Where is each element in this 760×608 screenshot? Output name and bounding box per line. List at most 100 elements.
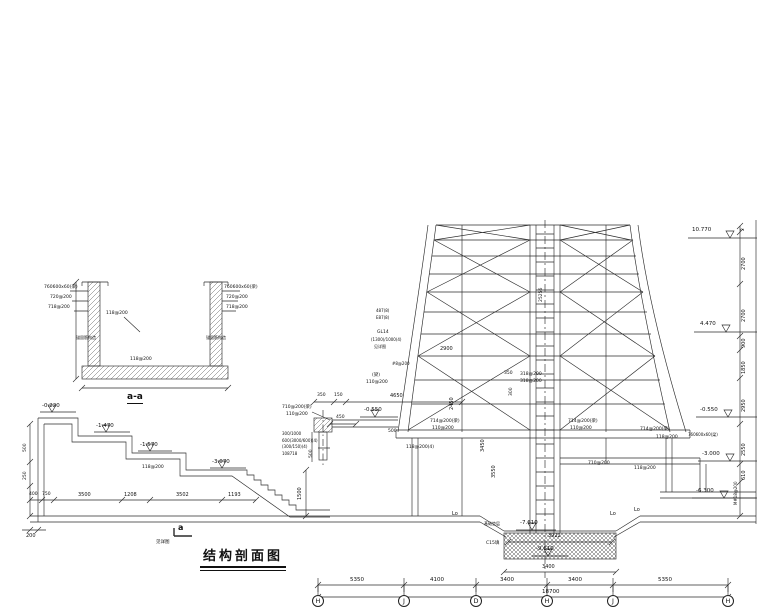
dimension-label: 900	[741, 338, 747, 348]
dimension-label: 3500	[78, 492, 91, 498]
dimension-label: 610	[741, 470, 747, 480]
rebar-annotation: M#18@200	[733, 481, 738, 505]
dimension-label: 3400	[542, 564, 555, 570]
note-label: (300/150)(4)	[282, 444, 308, 449]
rebar-annotation: 718@200	[226, 305, 248, 310]
elevation-marker: -0.550	[364, 407, 382, 413]
rebar-annotation: 710@200	[588, 461, 610, 466]
dimension-label: 3922	[548, 533, 561, 539]
note-label: 见详图	[374, 343, 386, 349]
elevation-marker: -1.570	[140, 442, 158, 448]
rebar-annotation: 110@200	[286, 412, 308, 417]
note-label: 600(3000/600)(4)	[282, 437, 318, 443]
dimension-label: 400	[29, 492, 38, 497]
dimension-label: 2700	[741, 309, 747, 322]
dimension-label: 450	[336, 415, 345, 420]
dimension-label: 500	[309, 449, 314, 458]
dimension-label: 500	[388, 429, 397, 434]
elevation-marker: 10.770	[692, 227, 712, 233]
title-block: 结构剖面图	[200, 545, 287, 571]
elevation-marker: -7.610	[520, 520, 538, 526]
rebar-annotation: 760600x60(梁)	[44, 285, 78, 290]
dimension-label: 500	[23, 443, 28, 452]
rebar-annotation: 118@200	[130, 357, 152, 362]
note-label: (1300)/1000(4)	[371, 337, 402, 342]
title-underline	[200, 570, 287, 571]
dimension-label: 350	[504, 371, 513, 376]
grid-bubble: H	[541, 595, 553, 607]
note-label: 见详图	[156, 540, 170, 545]
dimension-label: 150	[334, 393, 343, 398]
note-label: 锚固筋构造	[206, 335, 226, 340]
note-label: Lo	[610, 511, 616, 517]
elevation-marker: -1.470	[96, 423, 114, 429]
dimension-label: 300	[509, 387, 514, 396]
note-label: 300/1000	[282, 431, 302, 436]
grid-bubble: D	[470, 595, 482, 607]
detail-section-title: a-a	[127, 392, 143, 404]
section-marker: a	[178, 523, 184, 532]
dimension-label: 750	[42, 492, 51, 497]
note-label: 基础垫层	[484, 521, 500, 526]
note-label: E87(8)	[376, 314, 390, 320]
grid-bubble: H	[722, 595, 734, 607]
note-label: 487(8)	[376, 308, 390, 313]
rebar-annotation: 710@200(梁)	[282, 405, 312, 410]
rebar-annotation: #8@200	[392, 361, 410, 366]
note-label: 108718	[282, 450, 298, 456]
rebar-annotation: 720@200	[226, 295, 248, 300]
note-label: 锚固筋构造	[76, 335, 96, 340]
grid-bubble: J	[398, 595, 410, 607]
dimension-label: 4650	[390, 393, 403, 399]
drawing-title: 结构剖面图	[200, 545, 287, 568]
dimension-label: 2900	[440, 346, 453, 352]
note-label: Lo	[452, 511, 458, 517]
rebar-annotation: 718@200	[48, 305, 70, 310]
dimension-label: 350	[317, 393, 326, 398]
dimension-label: 3450	[480, 439, 486, 452]
note-label: C15填	[486, 541, 500, 546]
dimension-label: 3400	[500, 577, 514, 583]
dimension-label: 1193	[228, 492, 241, 498]
elevation-marker: -6.300	[696, 488, 714, 494]
note-label: Lo	[634, 507, 640, 513]
dimension-label: 3400	[568, 577, 582, 583]
rebar-annotation: 714@200(梁)	[640, 427, 670, 432]
rebar-annotation: 118@200	[142, 465, 164, 470]
dimension-label: 2	[741, 228, 746, 231]
grid-bubble: H	[312, 595, 324, 607]
dimension-label: 3550	[491, 465, 497, 478]
elevation-marker: -9.610	[536, 546, 554, 552]
dimension-label: 3502	[176, 492, 189, 498]
dimension-label: 200	[26, 533, 36, 539]
rebar-annotation: 714@200(梁)	[430, 419, 460, 424]
elevation-marker: -3.070	[212, 459, 230, 465]
rebar-annotation: 714@200(梁)	[568, 419, 598, 424]
dimension-label: 2450	[449, 397, 455, 410]
dimension-label: 1208	[124, 492, 137, 498]
elevation-marker: -0.220	[42, 403, 60, 409]
dimension-label: 2950	[741, 399, 747, 412]
rebar-annotation: 118@200(4)	[406, 445, 435, 450]
elevation-marker: -3.000	[702, 451, 720, 457]
rebar-annotation: 318@200	[520, 372, 542, 377]
rebar-annotation: 118@200	[106, 311, 128, 316]
elevation-marker: 4.470	[700, 321, 716, 327]
rebar-annotation: 110@200	[570, 426, 592, 431]
rebar-annotation: 760600x60(梁)	[224, 285, 258, 290]
rebar-annotation: 110@200	[432, 426, 454, 431]
dimension-label: 5350	[658, 577, 672, 583]
note-label: GL14	[377, 330, 389, 335]
dimension-label: 2700	[741, 257, 747, 270]
rebar-annotation: 118@200	[656, 435, 678, 440]
rebar-annotation: 110@200	[366, 380, 388, 385]
dimension-label: 1850	[741, 361, 747, 374]
dimension-label: 25256	[539, 287, 544, 302]
dimension-label: 250	[23, 471, 28, 480]
rebar-annotation: (梁)	[372, 373, 381, 378]
rebar-annotation: 760600x60(梁)	[688, 432, 718, 437]
dimension-label: 1500	[297, 487, 303, 500]
dimension-label: 18700	[542, 589, 560, 595]
